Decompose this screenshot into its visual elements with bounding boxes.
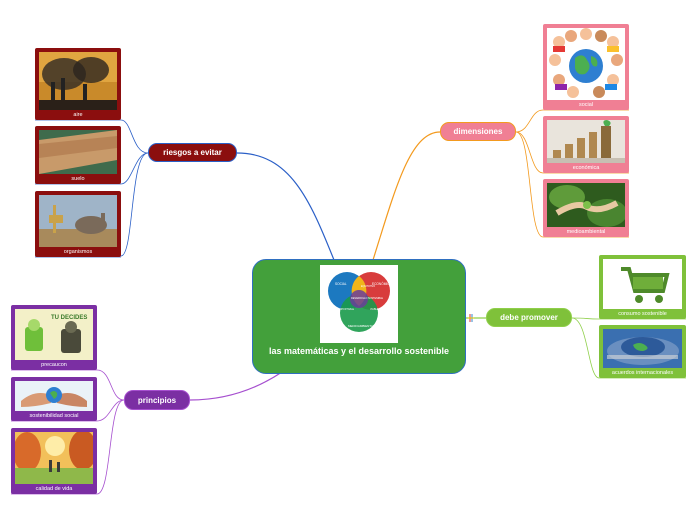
link-dimensiones-economica [515, 131, 544, 174]
aire-photo [39, 52, 117, 110]
link-central-riesgos [236, 152, 335, 261]
sostenibilidad-social-caption: sostenibilidad social [29, 413, 79, 419]
link-dimensiones-medioambiental [515, 131, 544, 238]
central-topic[interactable]: SOCIAL ECONÓMICO MEDIOAMBIENTAL DESARROL… [252, 259, 466, 374]
economica-photo [547, 120, 625, 163]
acuerdos-caption: acuerdos internacionales [611, 370, 674, 376]
branch-riesgos-label: riesgos a evitar [163, 148, 222, 157]
link-promover-acuerdos [571, 317, 600, 379]
organismos-photo [39, 195, 117, 247]
link-central-principios [189, 371, 283, 401]
card-organismos[interactable]: organismos [35, 191, 121, 257]
link-principios-calidad [96, 399, 125, 495]
link-promover-consumo [571, 317, 600, 320]
card-acuerdos[interactable]: acuerdos internacionales [599, 325, 686, 378]
medioambiental-caption: medioambiental [566, 229, 606, 235]
branch-promover[interactable]: debe promover [486, 308, 572, 327]
venn-label-viable: VIABLE [370, 308, 379, 311]
social-caption: social [578, 102, 594, 108]
link-central-dimensiones [372, 131, 441, 261]
venn-label-fair: EQUITATIVO [361, 285, 375, 288]
card-sostenibilidad-social[interactable]: sostenibilidad social [11, 377, 97, 421]
venn-label-economic: ECONÓMICO [372, 281, 393, 286]
consumo-photo [603, 259, 682, 309]
precaucon-image-text: TU DECIDES [51, 315, 87, 321]
aire-caption: aire [73, 112, 83, 118]
card-precaucon[interactable]: TU DECIDES precaucon [11, 305, 97, 370]
calidad-vida-caption: calidad de vida [35, 486, 73, 492]
social-photo [547, 28, 625, 100]
link-riesgos-aire [120, 119, 149, 154]
card-medioambiental[interactable]: medioambiental [543, 179, 629, 237]
link-principios-social [96, 399, 125, 422]
link-principios-precaucon [96, 369, 125, 401]
card-consumo[interactable]: consumo sostenible [599, 255, 686, 319]
link-dimensiones-social [515, 109, 544, 133]
central-title: las matemáticas y el desarrollo sostenib… [268, 346, 450, 356]
link-riesgos-suelo [120, 152, 149, 185]
sostenibilidad-social-photo [15, 381, 93, 411]
card-economica[interactable]: económica [543, 116, 629, 173]
card-calidad-vida[interactable]: calidad de vida [11, 428, 97, 494]
medioambiental-photo [547, 183, 625, 227]
branch-principios[interactable]: principios [124, 390, 190, 410]
economica-caption: económica [572, 165, 600, 171]
precaucon-caption: precaucon [41, 362, 67, 368]
branch-promover-label: debe promover [500, 313, 558, 322]
card-suelo[interactable]: suelo [35, 126, 121, 184]
branch-principios-label: principios [137, 395, 177, 405]
venn-label-bearable: SOPORTABLE [338, 308, 354, 311]
branch-riesgos[interactable]: riesgos a evitar [148, 143, 237, 162]
card-aire[interactable]: aire [35, 48, 121, 120]
venn-label-environmental: MEDIOAMBIENTAL [348, 324, 375, 328]
branch-dimensiones[interactable]: dimensiones [440, 122, 516, 141]
organismos-caption: organismos [63, 249, 93, 255]
precaucon-photo: TU DECIDES [15, 309, 93, 360]
venn-label-center: DESARROLLO SOSTENIBLE [351, 297, 383, 300]
venn-diagram-image: SOCIAL ECONÓMICO MEDIOAMBIENTAL DESARROL… [320, 265, 398, 343]
link-riesgos-organismos [120, 152, 149, 257]
consumo-caption: consumo sostenible [618, 311, 667, 317]
suelo-caption: suelo [71, 176, 85, 182]
calidad-vida-photo [15, 432, 93, 484]
card-social[interactable]: social [543, 24, 629, 110]
venn-label-social: SOCIAL [335, 282, 347, 286]
acuerdos-photo [603, 329, 682, 368]
suelo-photo [39, 130, 117, 174]
collapse-marker-icon [468, 314, 474, 322]
branch-dimensiones-label: dimensiones [453, 127, 503, 136]
